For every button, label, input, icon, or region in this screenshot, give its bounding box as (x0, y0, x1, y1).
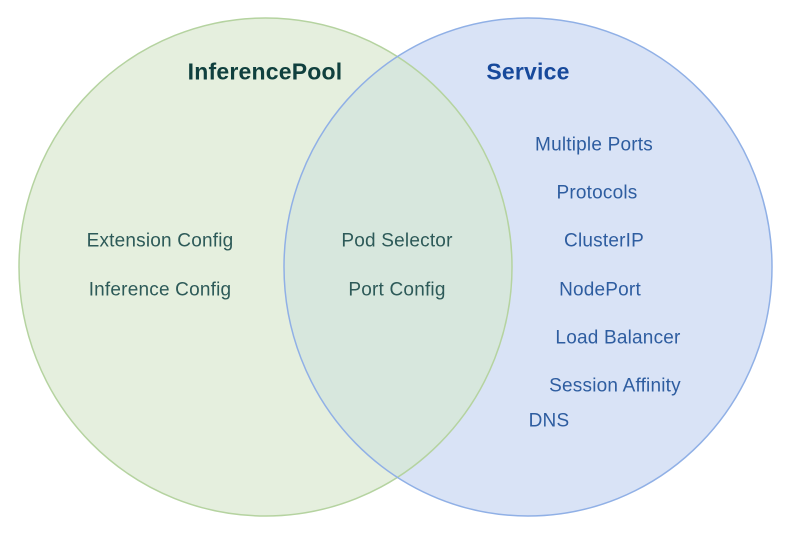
right-item-dns: DNS (528, 410, 570, 432)
left-item-extension-config: Extension Config (86, 230, 234, 252)
service-title: Service (486, 58, 570, 85)
inferencepool-circle-outline (18, 17, 513, 517)
right-item-multiple-ports: Multiple Ports (535, 134, 653, 156)
right-item-nodeport: NodePort (559, 279, 641, 301)
intersection-item-port-config: Port Config (348, 279, 446, 301)
left-item-inference-config: Inference Config (88, 279, 232, 301)
right-item-protocols: Protocols (556, 182, 638, 204)
service-circle-outline (283, 17, 773, 517)
right-item-session-affinity: Session Affinity (549, 375, 681, 397)
intersection-region (284, 18, 512, 516)
right-item-clusterip: ClusterIP (564, 230, 644, 252)
right-item-load-balancer: Load Balancer (555, 327, 681, 349)
inferencepool-title: InferencePool (187, 58, 343, 85)
intersection-item-pod-selector: Pod Selector (341, 230, 453, 252)
